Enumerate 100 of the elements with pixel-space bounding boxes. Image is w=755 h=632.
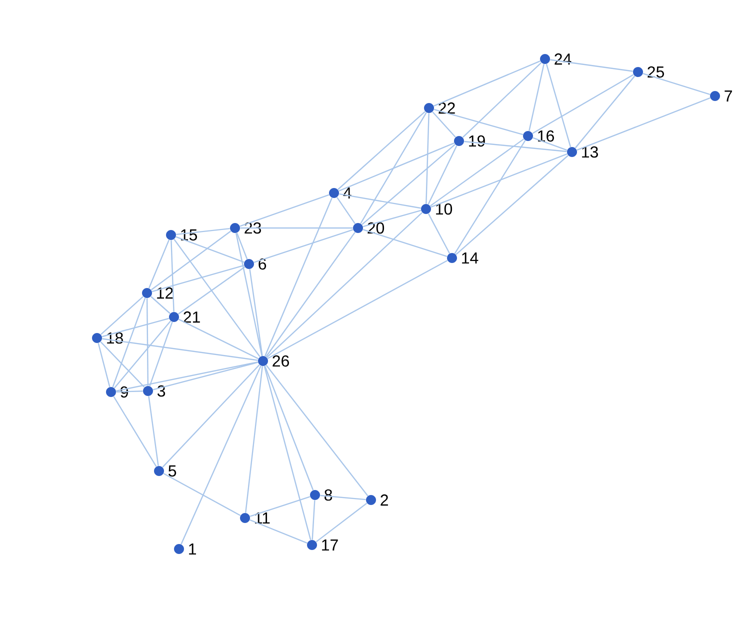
- graph-edge: [456, 155, 568, 255]
- graph-edge: [454, 140, 526, 254]
- graph-edge: [546, 64, 572, 148]
- graph-edge: [266, 232, 356, 358]
- graph-edge: [362, 229, 448, 257]
- graph-vertex: 5: [154, 465, 176, 477]
- graph-edge: [642, 73, 710, 95]
- graph-edge: [339, 193, 421, 209]
- node-label: 10: [436, 203, 452, 215]
- graph-edge: [312, 500, 316, 540]
- graph-edge: [150, 230, 232, 290]
- graph-edge: [576, 97, 710, 151]
- graph-edge: [532, 137, 568, 151]
- graph-vertex: 13: [567, 146, 598, 158]
- graph-edge: [116, 390, 143, 392]
- node-label: 26: [272, 355, 289, 367]
- graph-edge: [236, 232, 248, 260]
- graph-edge: [250, 496, 310, 517]
- node-label: 21: [184, 311, 200, 323]
- graph-edge: [113, 396, 157, 467]
- graph-edge: [178, 266, 246, 314]
- graph-edge: [338, 111, 426, 190]
- graph-vertex: 16: [523, 130, 554, 142]
- graph-edge: [574, 76, 636, 148]
- graph-edge: [249, 269, 263, 356]
- node-label: 16: [538, 130, 554, 142]
- graph-edge: [236, 233, 262, 356]
- graph-edge: [320, 494, 366, 500]
- graph-edge: [100, 296, 144, 335]
- graph-edge: [114, 320, 172, 388]
- node-label: 19: [469, 135, 485, 147]
- graph-edge: [267, 260, 448, 360]
- graph-vertex: 19: [454, 135, 485, 147]
- graph-edge: [362, 210, 422, 228]
- graph-edge: [316, 502, 368, 542]
- graph-edge: [430, 153, 568, 208]
- graph-edge: [116, 361, 258, 392]
- node-label: 7: [724, 90, 732, 102]
- graph-edge: [426, 113, 430, 204]
- graph-edge: [176, 228, 230, 236]
- node-label: 2: [380, 494, 388, 506]
- graph-edge: [149, 322, 173, 386]
- graph-edge: [264, 366, 314, 490]
- graph-vertex: 21: [169, 311, 200, 323]
- graph-edge: [434, 60, 540, 106]
- graph-edge: [98, 342, 110, 388]
- graph-edge: [240, 194, 330, 227]
- graph-edge: [170, 240, 174, 312]
- graph-edge: [174, 238, 260, 358]
- graph-edge: [102, 338, 258, 361]
- graph-edge: [180, 366, 262, 544]
- graph-edge: [550, 59, 633, 72]
- graph-edge: [428, 145, 458, 205]
- graph-edge: [430, 138, 524, 206]
- graph-edge: [162, 364, 260, 468]
- node-label: 17: [322, 540, 338, 551]
- graph-edge: [148, 240, 170, 288]
- graph-edge: [338, 142, 454, 192]
- graph-edge: [178, 318, 259, 360]
- node-label: 13: [582, 146, 598, 158]
- graph-edge: [112, 298, 146, 388]
- graph-vertex: 12: [142, 287, 173, 299]
- graph-edge: [428, 213, 450, 254]
- graph-edge: [250, 519, 308, 544]
- graph-edge: [432, 112, 456, 138]
- node-label: 25: [648, 66, 664, 78]
- graph-edge: [336, 197, 356, 224]
- graph-edge: [434, 108, 524, 136]
- graph-edge: [360, 112, 427, 224]
- graph-edge: [150, 296, 170, 314]
- graph-edge: [254, 229, 354, 263]
- node-label: 12: [157, 287, 173, 299]
- graph-edge: [100, 341, 145, 388]
- graph-vertex: 25: [633, 66, 664, 78]
- graph-edge: [176, 236, 244, 263]
- graph-edge: [532, 74, 634, 134]
- graph-edge: [240, 227, 353, 229]
- graph-edge: [148, 396, 159, 466]
- graph-edge: [163, 473, 241, 516]
- graph-edge: [264, 366, 312, 540]
- graph-edge: [462, 62, 542, 138]
- graph-edge: [266, 212, 423, 358]
- graph-edge: [152, 264, 244, 292]
- graph-vertex: 26: [258, 355, 289, 367]
- graph-vertex: 14: [447, 252, 478, 264]
- graph-vertex: 1: [174, 544, 196, 554]
- graph-edge: [464, 140, 567, 152]
- node-label: 5: [168, 465, 176, 477]
- graph-edge: [102, 318, 170, 338]
- graph-vertex: 10: [421, 203, 452, 215]
- graph-vertex: 7: [710, 90, 732, 102]
- node-label: 1: [189, 544, 196, 555]
- graph-vertex: 17: [307, 540, 338, 550]
- graph-edge: [266, 364, 368, 496]
- graph-edge: [146, 298, 149, 386]
- graph-edge: [264, 198, 332, 356]
- graph-edge: [362, 144, 456, 226]
- graph-edge: [152, 362, 258, 390]
- node-label: 14: [462, 252, 478, 264]
- graph-vertex: 2: [366, 494, 388, 506]
